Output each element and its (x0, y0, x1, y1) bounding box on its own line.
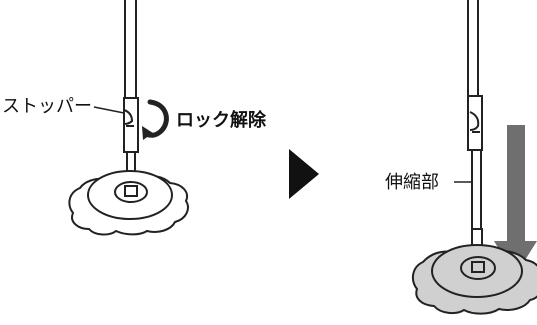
stopper-leader-line (93, 106, 125, 114)
right-mop-illustration: 伸縮部 (385, 0, 537, 315)
right-stopper-housing (467, 95, 483, 151)
left-stopper-lever (123, 109, 134, 125)
telescopic-label: 伸縮部 (385, 172, 439, 193)
rotate-arrow-icon (142, 99, 169, 140)
left-mop-pad (68, 170, 189, 236)
stopper-label: ストッパー (2, 96, 92, 117)
left-mop-illustration: ストッパー ロック解除 (2, 0, 267, 236)
unlock-label: ロック解除 (176, 109, 267, 131)
right-stopper-lever (469, 111, 480, 131)
right-mop-pad (411, 244, 537, 315)
right-telescopic-shaft (471, 149, 482, 236)
triangle-right-icon (289, 149, 319, 199)
